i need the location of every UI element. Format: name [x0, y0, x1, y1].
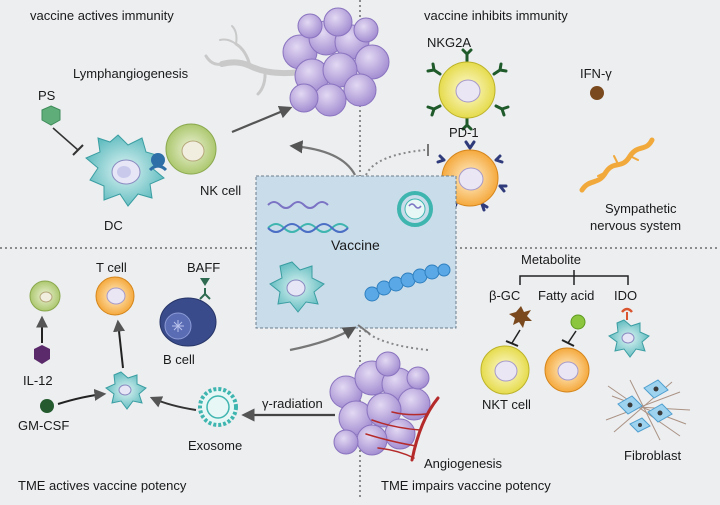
ps-inhibit-line — [52, 127, 79, 151]
dc-label: DC — [104, 218, 123, 233]
receptor-ligand-icon — [148, 153, 168, 172]
arrow-vaccine-to-activation — [289, 140, 356, 176]
fibroblast-icon — [605, 379, 691, 441]
vaccine-dc-icon — [269, 261, 325, 313]
gm-csf-label: GM-CSF — [18, 418, 69, 433]
b-cell-label: B cell — [163, 352, 195, 367]
b-cell-icon — [159, 297, 217, 347]
il12-hexagon-icon — [34, 345, 50, 364]
beta-gc-inhibit-line — [511, 329, 521, 344]
peptide-chain-icon — [364, 263, 451, 302]
lymphatic-vessel-icon — [204, 25, 303, 96]
tumor-mass-bottom-icon — [329, 351, 431, 456]
vaccine-box — [255, 175, 457, 329]
gm-csf-icon — [40, 399, 54, 413]
t-cell-inhibited-icon — [544, 347, 590, 393]
gamma-radiation-label: γ-radiation — [262, 396, 323, 411]
fatty-acid-inhibit-bar — [561, 339, 575, 347]
sympathetic-nerve-icon — [579, 137, 655, 193]
exosome-label: Exosome — [188, 438, 242, 453]
ifn-gamma-icon — [590, 86, 604, 100]
fibroblast-label: Fibroblast — [624, 448, 681, 463]
metabolite-bracket — [519, 270, 629, 285]
lymphangiogenesis-label: Lymphangiogenesis — [73, 66, 189, 81]
fatty-acid-label: Fatty acid — [538, 288, 594, 303]
quadrant-title-top-left: vaccine actives immunity — [30, 8, 174, 23]
rna-strand-icon — [267, 201, 329, 209]
arrow-dc-to-tcell — [113, 319, 126, 369]
nkt-cell-label: NKT cell — [482, 397, 531, 412]
baff-ligand-icon — [200, 278, 210, 286]
exosome-icon — [198, 387, 238, 427]
nk-cell-small-icon — [29, 280, 61, 312]
sympathetic-label-line2: nervous system — [590, 218, 681, 233]
dc-small-icon — [105, 371, 147, 410]
metabolite-label: Metabolite — [521, 252, 581, 267]
sympathetic-label-line1: Sympathetic — [605, 201, 677, 216]
baff-label: BAFF — [187, 260, 220, 275]
arrow-exosome-to-dc — [149, 396, 197, 411]
vaccine-label: Vaccine — [331, 237, 380, 253]
inhibit-tme-to-vaccine — [363, 329, 429, 351]
ps-inhibit-bar — [72, 144, 84, 156]
t-cell-icon — [95, 276, 135, 316]
angiogenesis-label: Angiogenesis — [424, 456, 503, 471]
arrow-gmcsf-to-dc — [57, 388, 107, 405]
nk-cell-icon — [165, 123, 217, 175]
pd1-label: PD-1 — [449, 125, 479, 140]
ps-hexagon-icon — [41, 105, 61, 126]
ido-dc-icon — [608, 319, 650, 358]
beta-gc-label: β-GC — [489, 288, 520, 303]
quadrant-title-bottom-left: TME actives vaccine potency — [18, 478, 187, 493]
nerve-branches-icon — [597, 155, 639, 177]
quadrant-title-top-right: vaccine inhibits immunity — [424, 8, 568, 23]
nkg2a-cell-icon — [426, 48, 510, 131]
dendritic-cell-icon — [85, 134, 165, 207]
inhibit-bar-bottom — [357, 324, 371, 335]
inhibit-vaccine-to-suppression — [365, 149, 426, 176]
baff-receptor-icon — [199, 288, 211, 300]
tumor-mass-top-icon — [282, 7, 390, 117]
ido-label: IDO — [614, 288, 637, 303]
beta-gc-inhibit-bar — [505, 340, 519, 347]
ifn-gamma-label: IFN-γ — [580, 66, 612, 81]
nkg2a-label: NKG2A — [427, 35, 471, 50]
fatty-acid-inhibit-line — [567, 330, 577, 344]
arrow-nk-to-tumor — [231, 105, 293, 134]
il12-label: IL-12 — [23, 373, 53, 388]
nk-cell-label: NK cell — [200, 183, 241, 198]
nkt-cell-icon — [480, 345, 530, 395]
blood-vessel-icon — [365, 396, 440, 462]
fatty-acid-icon — [570, 314, 586, 330]
quadrant-title-bottom-right: TME impairs vaccine potency — [381, 478, 551, 493]
t-cell-label: T cell — [96, 260, 127, 275]
liposome-icon — [397, 191, 433, 227]
ps-label: PS — [38, 88, 56, 103]
beta-gc-icon — [509, 306, 532, 328]
dna-helix-icon — [267, 223, 349, 233]
ido-enzyme-icon — [621, 307, 633, 313]
arrow-tme-to-vaccine — [289, 326, 357, 352]
